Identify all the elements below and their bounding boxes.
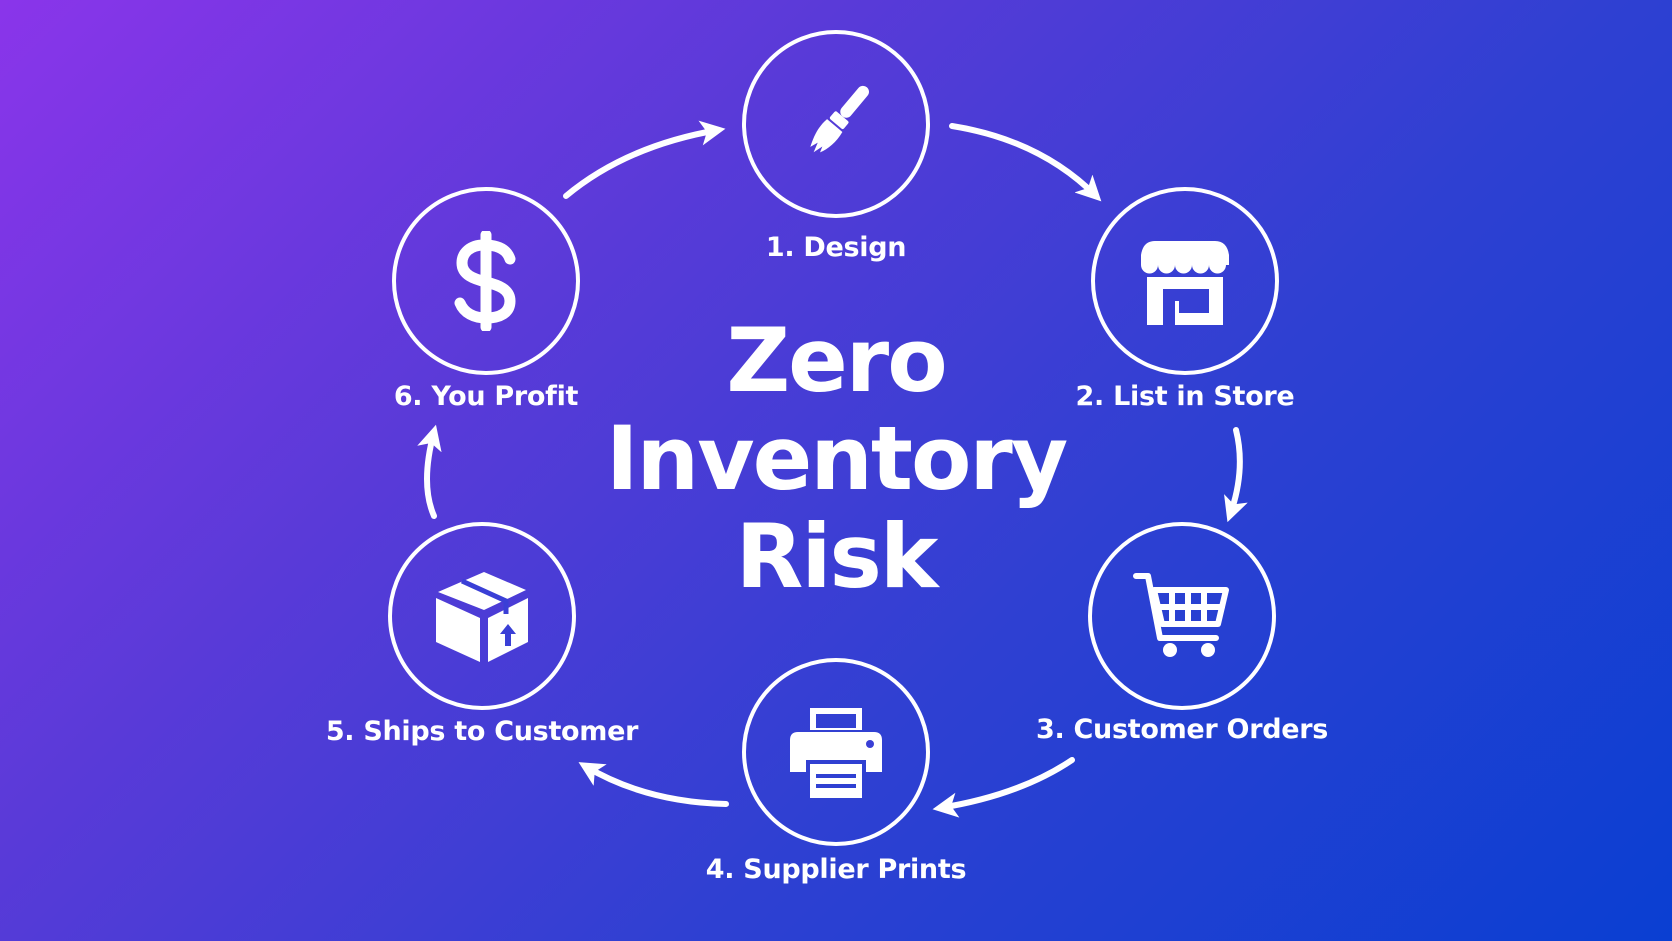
step-you-profit-label: 6. You Profit xyxy=(393,381,579,412)
center-title-line-1: Zero xyxy=(726,309,947,412)
step-ships-to-customer-label: 5. Ships to Customer xyxy=(325,716,639,747)
arrow-profit-to-design xyxy=(563,120,726,199)
step-list-in-store-label: 2. List in Store xyxy=(1075,381,1295,412)
step-supplier-prints-circle xyxy=(742,658,930,846)
arrow-store-to-orders xyxy=(1224,427,1248,523)
center-title: Zero Inventory Risk xyxy=(536,312,1136,606)
step-customer-orders-label: 3. Customer Orders xyxy=(1035,714,1329,745)
center-title-line-2: Inventory xyxy=(605,407,1068,510)
shopping-cart-icon xyxy=(1133,573,1229,657)
step-customer-orders-circle xyxy=(1088,522,1276,710)
step-design-circle xyxy=(742,30,930,218)
step-design-label: 1. Design xyxy=(765,232,907,263)
arrow-design-to-store xyxy=(949,123,1102,202)
step-you-profit-circle xyxy=(392,187,580,375)
arrow-ships-to-profit xyxy=(417,424,442,519)
paintbrush-icon xyxy=(810,85,869,153)
package-box-icon xyxy=(436,572,528,662)
center-title-line-3: Risk xyxy=(735,505,939,608)
arrow-prints-to-ships xyxy=(578,762,729,807)
step-ships-to-customer-circle xyxy=(388,522,576,710)
arrow-orders-to-prints xyxy=(932,757,1075,818)
step-list-in-store-circle xyxy=(1091,187,1279,375)
step-supplier-prints-label: 4. Supplier Prints xyxy=(705,854,967,885)
dollar-sign-icon xyxy=(454,231,516,331)
printer-icon xyxy=(790,708,882,798)
storefront-icon xyxy=(1141,241,1229,325)
